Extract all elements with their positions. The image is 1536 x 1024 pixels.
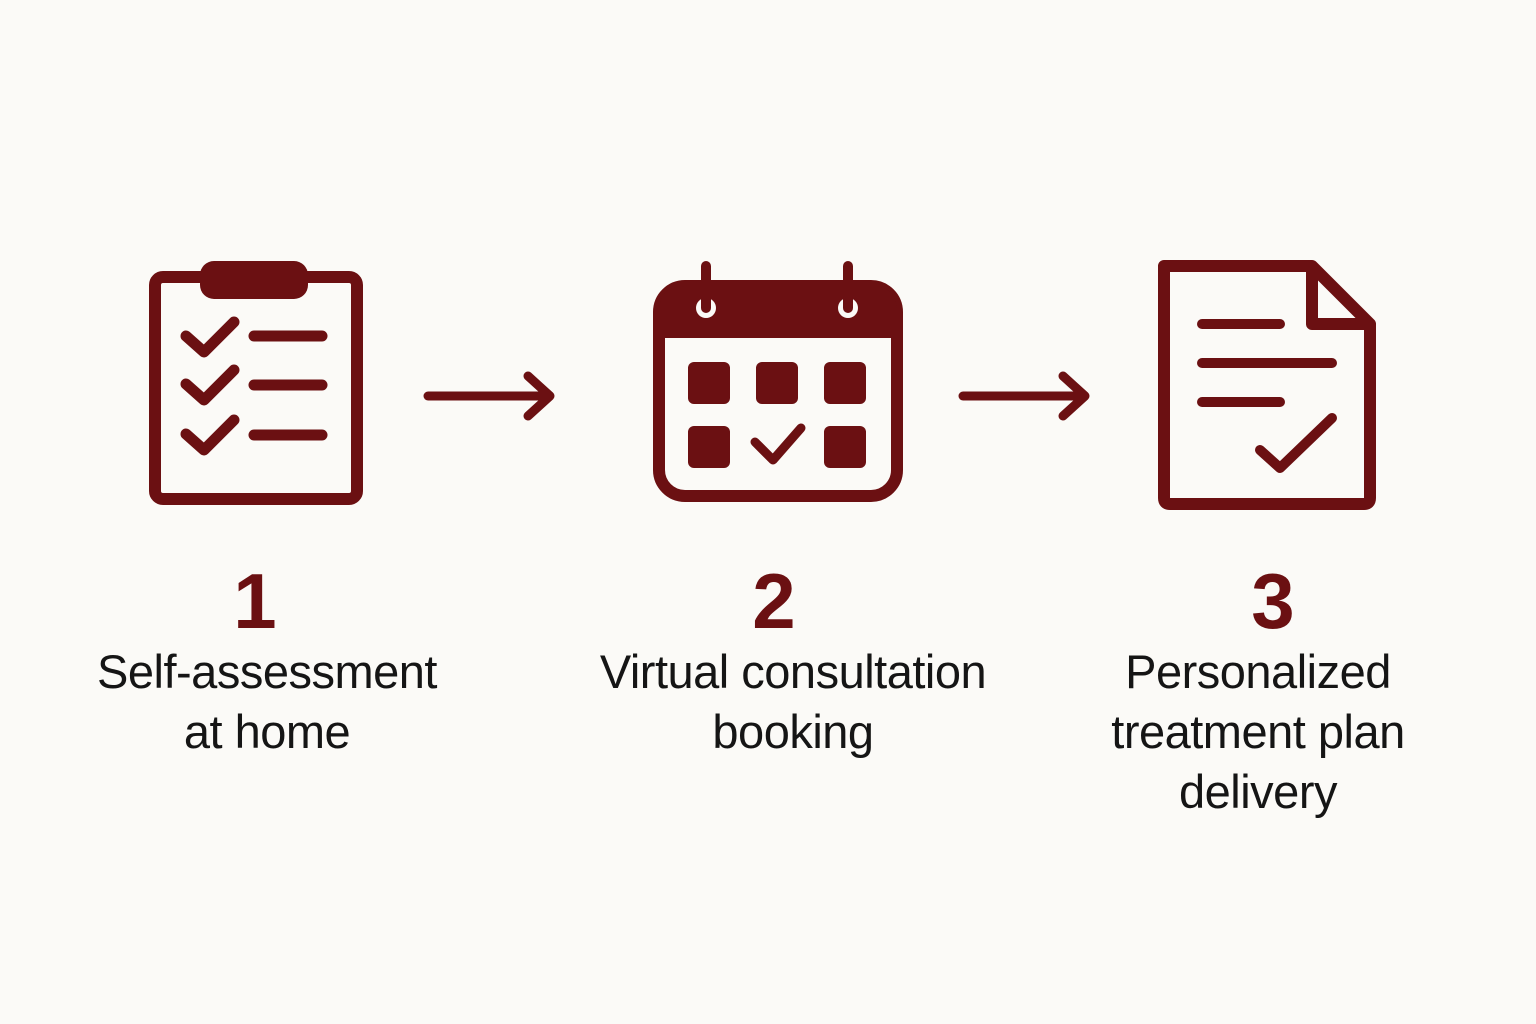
step-label: Personalized treatment plan delivery — [1111, 645, 1405, 818]
arrow-right-icon — [423, 371, 555, 421]
calendar-check-icon — [653, 261, 903, 502]
step-number: 1 — [233, 557, 277, 645]
step-number: 2 — [752, 557, 796, 645]
clipboard-checklist-icon — [149, 261, 363, 505]
step-number: 3 — [1251, 557, 1295, 645]
step-label: Virtual consultation booking — [599, 645, 987, 758]
document-check-icon — [1158, 260, 1376, 510]
step-label: Self-assessment at home — [97, 645, 437, 758]
arrow-right-icon — [958, 371, 1090, 421]
